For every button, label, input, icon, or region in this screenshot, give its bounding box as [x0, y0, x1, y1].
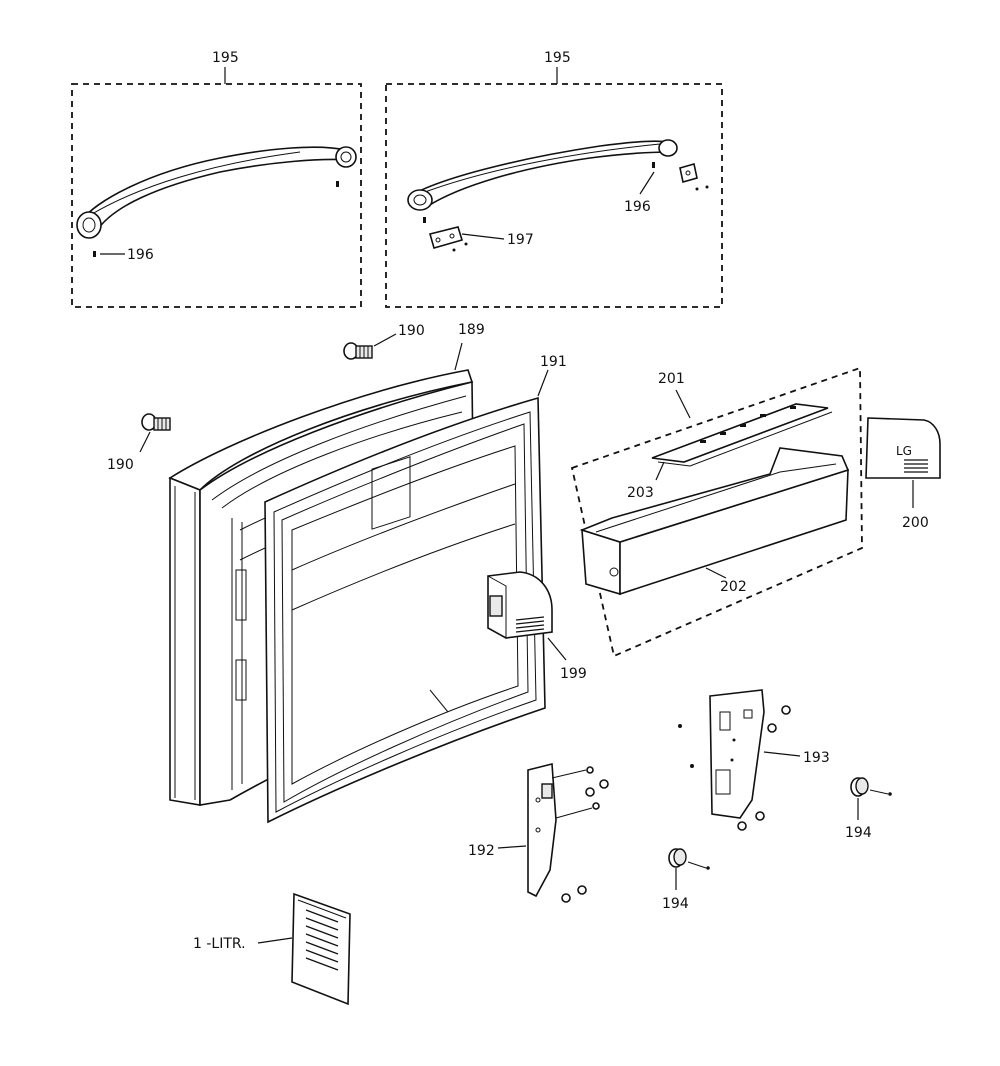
- door-plug-top: 190: [343, 323, 425, 360]
- handle-bracket: [429, 226, 468, 252]
- label-bin: 202: [720, 579, 747, 595]
- label-end-cap: 200: [902, 515, 929, 531]
- leader-handle-plug-right: [639, 171, 655, 195]
- label-bin-cover: 203: [627, 485, 654, 501]
- end-cap: LG: [865, 417, 941, 479]
- bin-cover: [651, 403, 833, 467]
- handle-kit-left-box: [71, 83, 362, 308]
- handle-bar-right: [407, 139, 678, 211]
- label-bushing-right: 194: [845, 825, 872, 841]
- bin-assembly: 201 203 202: [570, 366, 863, 658]
- bushing-right: [850, 777, 892, 797]
- label-bushing-lower: 194: [662, 896, 689, 912]
- label-handle-kit-right: 195: [544, 50, 571, 66]
- leader-door-plug-left: [139, 431, 151, 453]
- label-handle-plug-right: 196: [624, 199, 651, 215]
- label-door-assembly: 189: [458, 322, 485, 338]
- handle-end-bracket: [679, 162, 709, 191]
- handle-kit-left: 195 196: [71, 50, 362, 308]
- label-door-plug-top: 190: [398, 323, 425, 339]
- leader-hinge-left: [497, 845, 527, 849]
- handle-kit-right: 195 196 197: [385, 50, 723, 308]
- label-handle-plug-left: 196: [127, 247, 154, 263]
- label-literature: 1 -LITR.: [193, 936, 246, 952]
- bin-assembly-box: [570, 366, 863, 658]
- handle-bar-left: [76, 146, 357, 239]
- label-handle-bracket: 197: [507, 232, 534, 248]
- label-bin-assembly: 201: [658, 371, 685, 387]
- leader-handle-bracket: [461, 233, 505, 240]
- hinge-right: [678, 689, 791, 831]
- bushing-lower: [668, 848, 710, 870]
- hinge-cover: [487, 571, 553, 639]
- leader-bin: [705, 567, 727, 579]
- leader-bin-cover: [655, 461, 665, 481]
- handle-plug-left-b: [336, 181, 339, 187]
- leader-door-gasket: [537, 369, 549, 397]
- leader-literature: [257, 937, 293, 944]
- label-door-gasket: 191: [540, 354, 567, 370]
- handle-kit-right-box: [385, 83, 723, 308]
- end-cap-logo: LG: [896, 444, 912, 458]
- bin: [579, 447, 850, 596]
- leader-hinge-cover: [547, 637, 567, 661]
- label-door-plug-left: 190: [107, 457, 134, 473]
- leader-hinge-right: [763, 751, 801, 757]
- leader-door-assembly: [454, 342, 463, 371]
- leader-door-plug-top: [373, 333, 397, 347]
- literature-booklet: [291, 892, 351, 1006]
- handle-plug-right-a: [423, 217, 426, 223]
- label-handle-kit-left: 195: [212, 50, 239, 66]
- label-hinge-left: 192: [468, 843, 495, 859]
- door-gasket: [264, 396, 546, 824]
- door-plug-left: 190: [107, 413, 171, 473]
- hinge-left: [527, 762, 609, 903]
- handle-plug-right-b: [652, 162, 655, 168]
- leader-bin-assembly: [675, 389, 691, 419]
- handle-plug-left-a: [93, 251, 96, 257]
- label-hinge-cover: 199: [560, 666, 587, 682]
- label-hinge-right: 193: [803, 750, 830, 766]
